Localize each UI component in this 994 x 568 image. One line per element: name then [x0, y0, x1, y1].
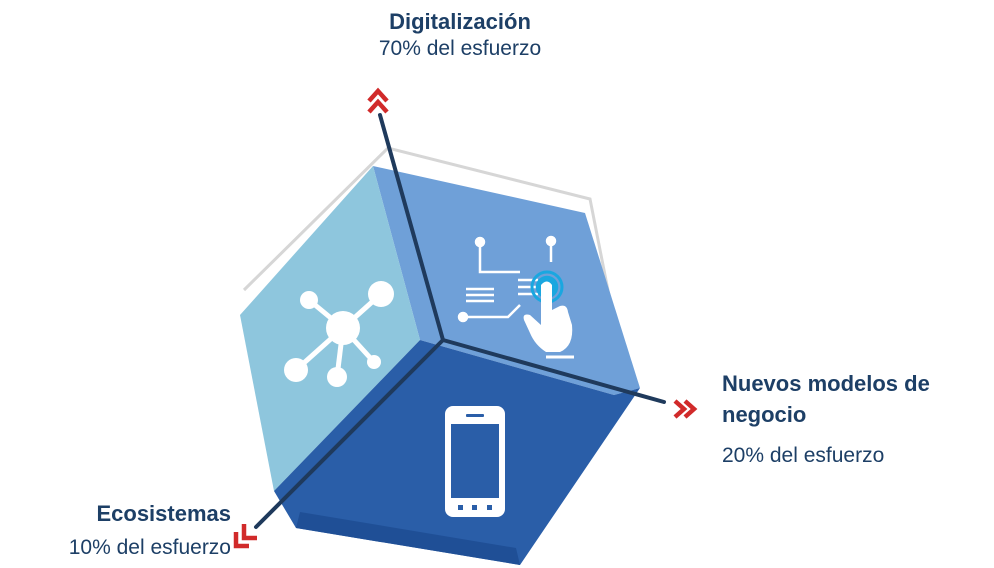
axis-label-nuevos-modelos: Nuevos modelos de negocio 20% del esfuer…: [722, 368, 992, 469]
axis-effort-left: 10% del esfuerzo: [68, 536, 231, 559]
axis-left-arrow-icon: [233, 524, 257, 549]
axis-effort-right: 20% del esfuerzo: [722, 444, 885, 467]
axis-top-arrow-icon: [367, 87, 389, 114]
smartphone-icon: [445, 406, 505, 517]
axis-effort-top: 70% del esfuerzo: [378, 37, 542, 60]
axis-left-line: [254, 338, 445, 529]
axis-label-digitalizacion: Digitalización 70% del esfuerzo: [300, 8, 620, 62]
axis-label-ecosistemas: Ecosistemas 10% del esfuerzo: [6, 500, 231, 561]
network-hub-icon: [284, 281, 394, 387]
axis-title-left: Ecosistemas: [96, 501, 231, 526]
circuit-touch-icon: [457, 235, 574, 359]
cube-face-right: [373, 166, 640, 395]
axes: [254, 113, 666, 529]
axis-title-top: Digitalización: [389, 9, 531, 34]
axis-right-arrow-icon: [673, 399, 698, 419]
axis-top-line: [378, 113, 445, 342]
cube-edge-bottom: [296, 512, 520, 565]
axis-title-right: Nuevos modelos de negocio: [722, 371, 930, 427]
axis-right-line: [441, 338, 666, 404]
